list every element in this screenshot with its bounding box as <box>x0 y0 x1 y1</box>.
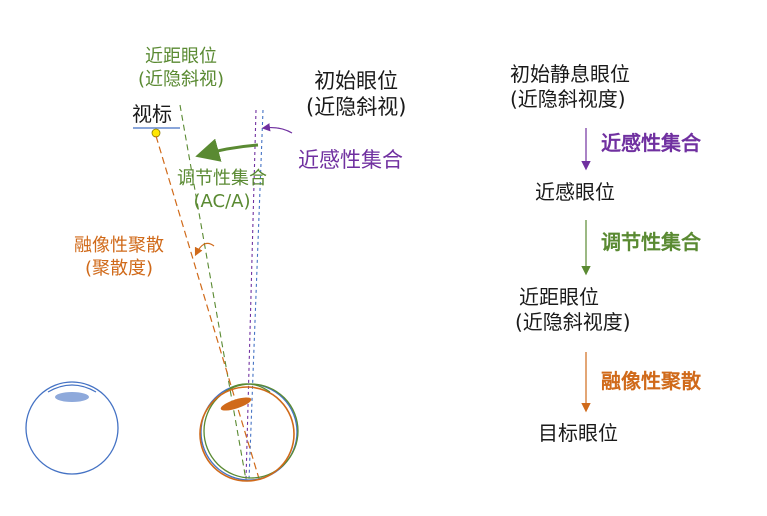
flow-step-target-position: 目标眼位 <box>538 421 618 445</box>
flow-step-near-line1: 近距眼位 <box>519 285 599 309</box>
left-eye-icon <box>25 381 119 475</box>
flow-label-fusional: 融像性聚散 <box>601 369 701 393</box>
flow-label-proximal: 近感性集合 <box>601 131 701 155</box>
flow-step-proximal-position: 近感眼位 <box>535 180 615 204</box>
near-position-label: 近距眼位 (近隐斜视) <box>138 46 224 91</box>
fusional-line2: (聚散度) <box>84 257 154 279</box>
target-label: 视标 <box>132 102 172 126</box>
target-marker <box>133 127 180 138</box>
initial-position-label: 初始眼位 (近隐斜视) <box>306 68 406 121</box>
initial-sightline-purple <box>245 109 257 481</box>
accommodative-line2: (AC/A) <box>193 190 251 212</box>
initial-position-line1: 初始眼位 <box>314 69 399 93</box>
accommodative-convergence-label: 调节性集合 (AC/A) <box>177 168 267 213</box>
fusional-arrow <box>194 242 215 257</box>
right-eye-icon <box>199 383 299 482</box>
flow-step-initial-line2: (近隐斜视度) <box>510 87 626 111</box>
near-sightline-green <box>179 104 247 481</box>
near-position-line2: (近隐斜视) <box>138 68 225 90</box>
flow-label-accommodative: 调节性集合 <box>601 230 701 254</box>
initial-sightline-blue <box>248 109 264 481</box>
fusional-line1: 融像性聚散 <box>74 235 164 256</box>
accommodative-arrow <box>195 138 259 162</box>
flow-step-initial-line1: 初始静息眼位 <box>510 62 630 86</box>
flow-step-near-line2: (近隐斜视度) <box>515 310 631 334</box>
accommodative-line1: 调节性集合 <box>177 168 267 189</box>
proximal-convergence-label: 近感性集合 <box>298 148 403 172</box>
initial-position-line2: (近隐斜视) <box>306 95 407 120</box>
proximal-arrow <box>261 123 293 134</box>
flow-step-near-position: 近距眼位 (近隐斜视度) <box>515 285 631 335</box>
flow-step-initial: 初始静息眼位 (近隐斜视度) <box>510 62 630 112</box>
near-position-line1: 近距眼位 <box>145 46 218 67</box>
fusional-sightline-orange <box>155 135 261 483</box>
fusional-vergence-label: 融像性聚散 (聚散度) <box>74 235 164 280</box>
